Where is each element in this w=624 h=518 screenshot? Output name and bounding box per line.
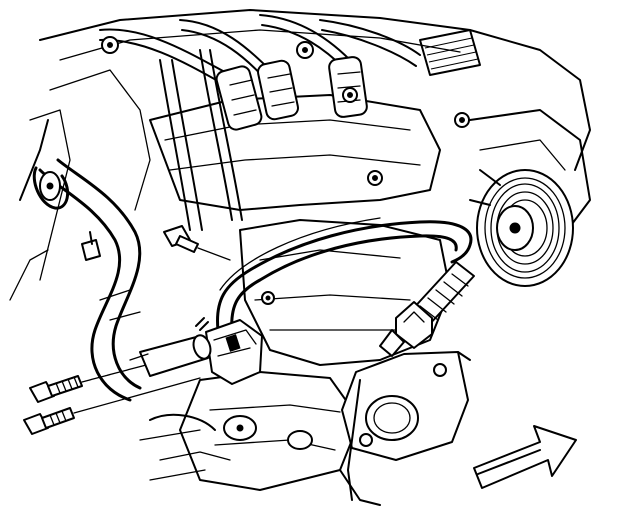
exhaust-flange	[341, 351, 471, 501]
mounting-bolt-lower	[23, 377, 201, 435]
heat-shield-panel	[419, 29, 481, 76]
cover-bolts	[101, 36, 470, 305]
front-arrow-icon	[473, 425, 577, 489]
lower-engine-details	[99, 289, 313, 461]
oxygen-sensor	[379, 261, 475, 357]
harness-connector	[195, 317, 263, 385]
accessory-pulley	[469, 169, 574, 287]
sensor-heat-sleeve	[129, 334, 212, 377]
upper-bracket-bolt	[163, 225, 231, 261]
spark-plug-wires	[99, 14, 421, 231]
exhaust-crossover-pipe	[32, 158, 142, 402]
sensor-wiring-harness	[215, 217, 473, 334]
stud-bolt	[81, 231, 101, 261]
